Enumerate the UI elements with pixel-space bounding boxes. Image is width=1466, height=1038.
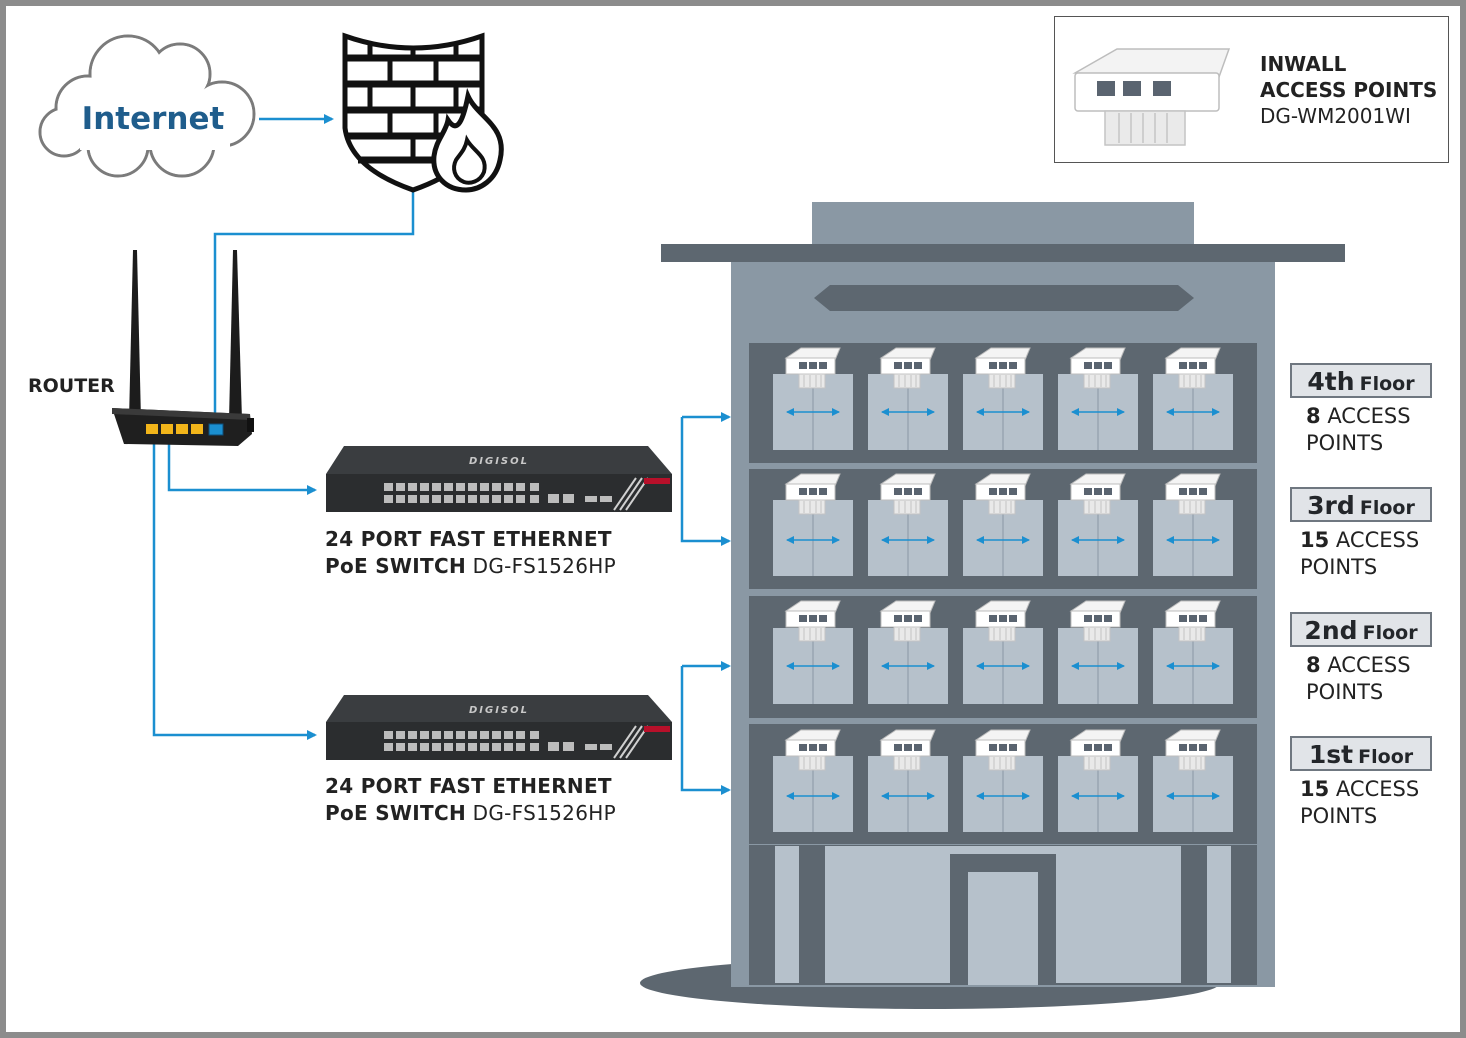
switch-1-line1: 24 PORT FAST ETHERNET bbox=[325, 527, 612, 551]
router-port bbox=[191, 424, 203, 434]
floor-3-label: 3rd Floor 15 ACCESS POINTS bbox=[1290, 487, 1432, 581]
floor-ap-count: 15 ACCESS POINTS bbox=[1290, 776, 1432, 830]
link-switch-1-floor-3 bbox=[680, 417, 731, 546]
link-switch-2-floor-1 bbox=[680, 666, 731, 795]
floor-4-band bbox=[749, 343, 1257, 463]
floor-ordinal: 1st bbox=[1308, 740, 1354, 769]
floor-2-band bbox=[749, 596, 1257, 718]
switch-2-model: DG-FS1526HP bbox=[472, 801, 616, 825]
ap-count-text: POINTS bbox=[1306, 431, 1384, 455]
router-icon bbox=[112, 250, 254, 446]
floor-word: Floor bbox=[1362, 622, 1418, 644]
floor-title: 3rd Floor bbox=[1290, 487, 1432, 522]
floor-word: Floor bbox=[1359, 497, 1415, 519]
switch-brand-logo: DIGISOL bbox=[469, 705, 529, 716]
floor-word: Floor bbox=[1358, 746, 1414, 768]
switch-2-label: 24 PORT FAST ETHERNET PoE SWITCH DG-FS15… bbox=[325, 773, 616, 827]
building-sign-plate bbox=[814, 285, 1194, 311]
link-router-switch-2 bbox=[152, 443, 317, 740]
router-port bbox=[146, 424, 158, 434]
access-point-icon bbox=[1072, 48, 1231, 146]
router-wan-port bbox=[208, 423, 224, 436]
antenna bbox=[129, 250, 141, 420]
switch-brand-badge bbox=[644, 478, 670, 484]
building bbox=[640, 202, 1345, 1009]
switch-icon: DIGISOL bbox=[326, 695, 672, 760]
switch-brand-badge bbox=[644, 726, 670, 732]
antenna bbox=[229, 250, 242, 420]
floor-ordinal: 4th bbox=[1307, 367, 1355, 396]
floor-ordinal: 2nd bbox=[1304, 616, 1358, 645]
link-router-switch-1 bbox=[167, 443, 317, 495]
product-legend: INWALL ACCESS POINTS DG-WM2001WI bbox=[1054, 16, 1449, 163]
floor-title: 2nd Floor bbox=[1290, 612, 1432, 647]
floor-2-label: 2nd Floor 8 ACCESS POINTS bbox=[1290, 612, 1432, 706]
router-port bbox=[161, 424, 173, 434]
legend-text: INWALL ACCESS POINTS DG-WM2001WI bbox=[1260, 51, 1437, 129]
floor-title: 1st Floor bbox=[1290, 736, 1432, 771]
floor-ap-count: 8 ACCESS POINTS bbox=[1290, 403, 1432, 457]
network-links bbox=[152, 114, 731, 795]
ap-count-text: ACCESS bbox=[1335, 528, 1420, 552]
floor-1-band bbox=[749, 724, 1257, 844]
ap-count-number: 15 bbox=[1300, 777, 1330, 801]
ap-count-text: ACCESS bbox=[1327, 653, 1411, 677]
legend-model: DG-WM2001WI bbox=[1260, 104, 1411, 128]
legend-line-2: ACCESS POINTS bbox=[1260, 78, 1438, 102]
floor-ordinal: 3rd bbox=[1307, 491, 1355, 520]
switch-1-model: DG-FS1526HP bbox=[472, 554, 616, 578]
switch-2-type: PoE SWITCH bbox=[325, 801, 466, 825]
ap-count-number: 8 bbox=[1306, 404, 1321, 428]
floor-1-label: 1st Floor 15 ACCESS POINTS bbox=[1290, 736, 1432, 830]
internet-label: Internet bbox=[82, 101, 225, 137]
switch-1-type: PoE SWITCH bbox=[325, 554, 466, 578]
switch-brand-logo: DIGISOL bbox=[469, 456, 529, 467]
building-door bbox=[968, 872, 1038, 985]
ap-count-text: ACCESS bbox=[1327, 404, 1411, 428]
ap-count-number: 15 bbox=[1300, 528, 1330, 552]
router-port bbox=[176, 424, 188, 434]
switch-1-label: 24 PORT FAST ETHERNET PoE SWITCH DG-FS15… bbox=[325, 526, 616, 580]
building-roof-block bbox=[812, 202, 1194, 248]
floor-title: 4th Floor bbox=[1290, 363, 1432, 398]
router-label: ROUTER bbox=[28, 375, 115, 397]
switch-icon: DIGISOL bbox=[326, 446, 672, 512]
floor-ap-count: 8 ACCESS POINTS bbox=[1290, 652, 1432, 706]
cloud-icon bbox=[38, 34, 256, 178]
legend-line-1: INWALL bbox=[1260, 52, 1347, 76]
link-firewall-router bbox=[210, 189, 415, 427]
floor-4-label: 4th Floor 8 ACCESS POINTS bbox=[1290, 363, 1432, 457]
ap-count-number: 8 bbox=[1306, 653, 1321, 677]
floor-3-band bbox=[749, 469, 1257, 589]
floor-ap-count: 15 ACCESS POINTS bbox=[1290, 527, 1432, 581]
building-ground-floor bbox=[749, 845, 1257, 985]
ap-count-text: POINTS bbox=[1306, 680, 1384, 704]
ap-count-text: POINTS bbox=[1300, 804, 1378, 828]
floor-word: Floor bbox=[1359, 373, 1415, 395]
flame-icon bbox=[431, 87, 504, 193]
ap-count-text: ACCESS bbox=[1335, 777, 1420, 801]
switch-2-line1: 24 PORT FAST ETHERNET bbox=[325, 774, 612, 798]
building-roof-ledge bbox=[661, 244, 1345, 262]
ap-count-text: POINTS bbox=[1300, 555, 1378, 579]
